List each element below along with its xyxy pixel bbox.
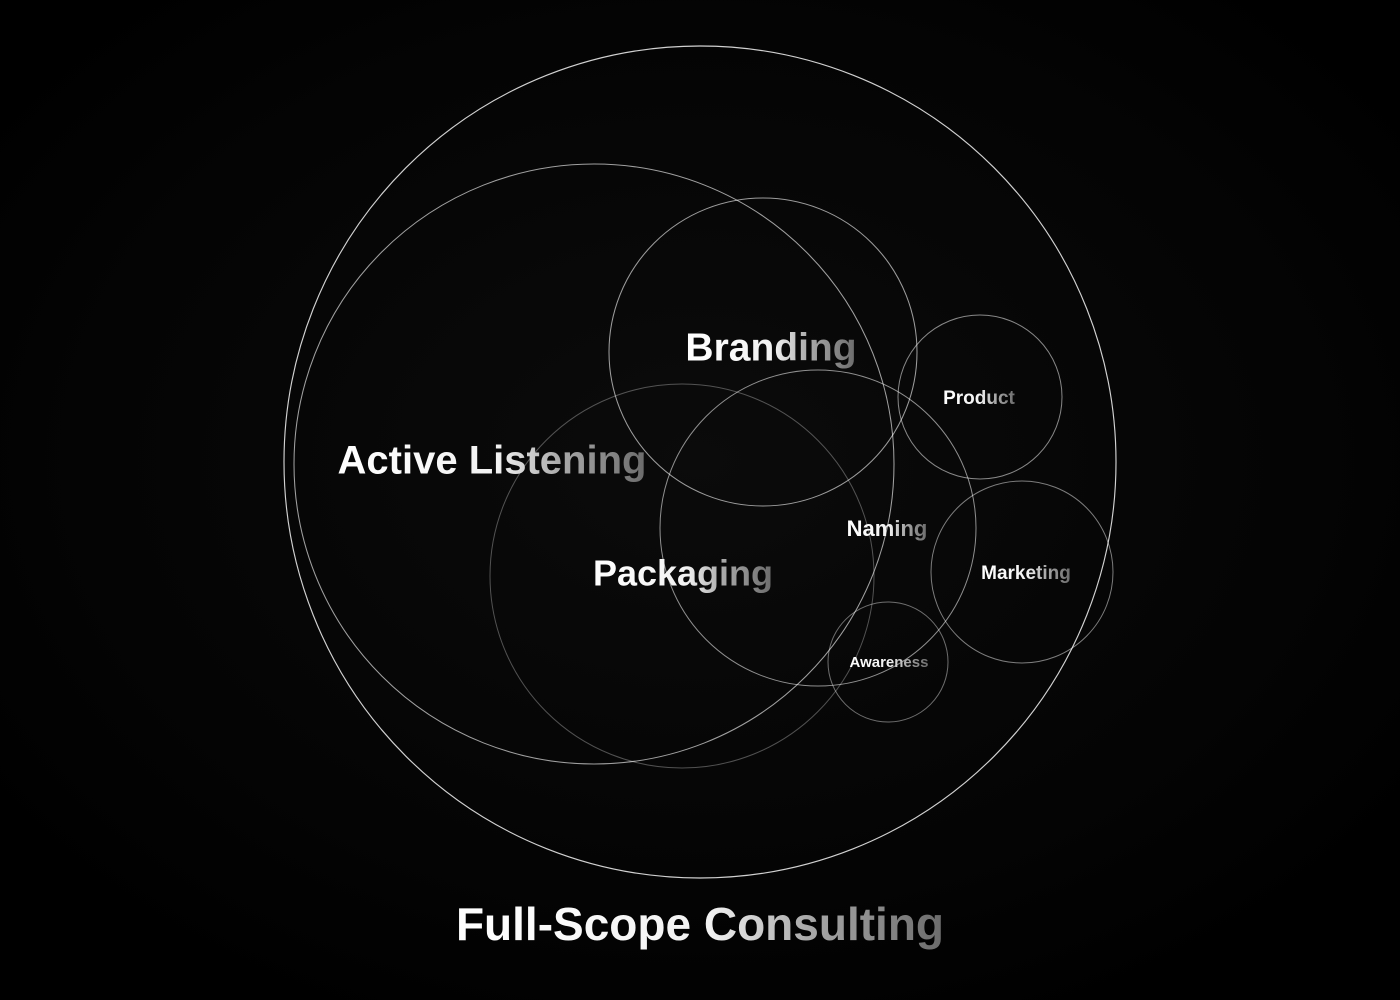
bubble-label-awareness: Awareness bbox=[850, 654, 929, 671]
bubble-circle-packaging[interactable] bbox=[490, 384, 874, 768]
bubble-labels-layer: Full-Scope Consulting Active Listening Bra… bbox=[338, 326, 1071, 950]
bubble-label-full-scope-consulting: Full-Scope Consulting bbox=[456, 898, 944, 950]
bubble-label-marketing: Marketing bbox=[981, 563, 1071, 584]
bubble-label-branding: Branding bbox=[685, 326, 856, 369]
bubble-label-naming: Naming bbox=[847, 516, 928, 541]
bubble-circle-active-listening[interactable] bbox=[294, 164, 894, 764]
bubble-circle-marketing[interactable] bbox=[931, 481, 1113, 663]
bubble-circle-product[interactable] bbox=[898, 315, 1062, 479]
bubble-label-packaging: Packaging bbox=[593, 553, 773, 594]
bubble-circle-full-scope-consulting[interactable] bbox=[284, 46, 1116, 878]
bubble-circle-naming[interactable] bbox=[660, 370, 976, 686]
bubble-circle-awareness[interactable] bbox=[828, 602, 948, 722]
bubble-rings-layer bbox=[284, 46, 1116, 878]
bubble-circle-branding[interactable] bbox=[609, 198, 917, 506]
bubble-label-product: Product bbox=[943, 388, 1015, 409]
bubble-label-active-listening: Active Listening bbox=[338, 439, 647, 483]
